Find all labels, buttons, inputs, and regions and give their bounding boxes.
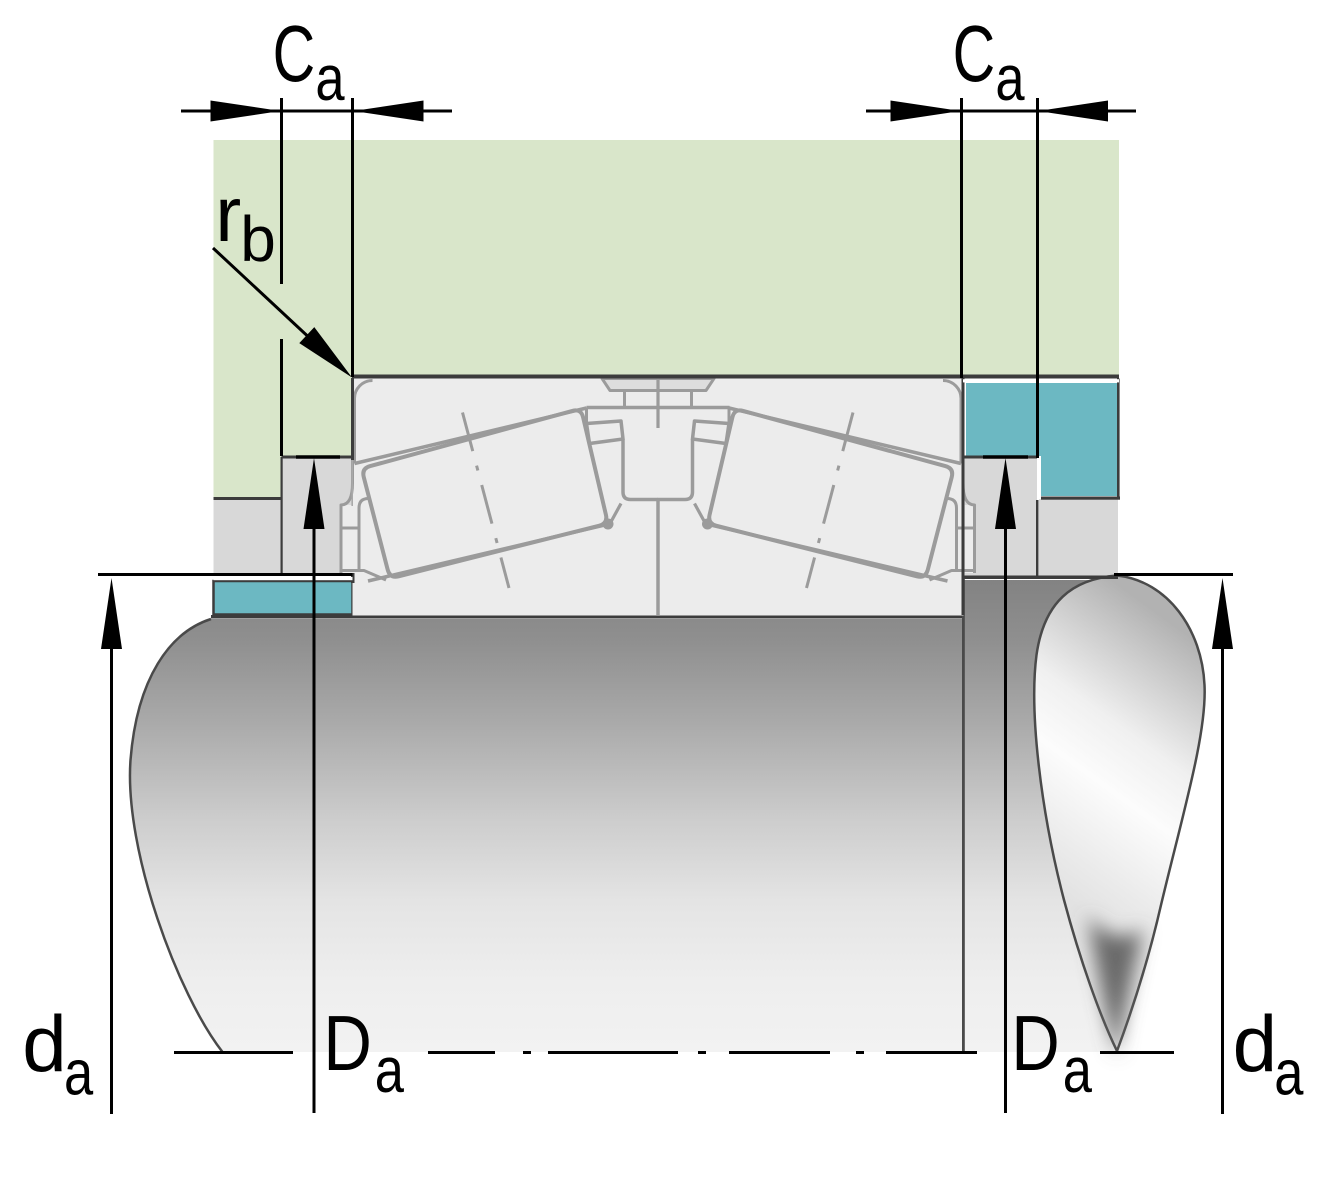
svg-text:a: a (1274, 1037, 1304, 1108)
svg-text:C: C (953, 8, 996, 98)
svg-text:d: d (1233, 1000, 1278, 1089)
svg-text:a: a (64, 1037, 94, 1108)
svg-text:a: a (995, 43, 1025, 114)
svg-text:C: C (273, 8, 316, 98)
svg-text:a: a (375, 1035, 405, 1106)
svg-text:a: a (315, 43, 345, 114)
svg-text:r: r (215, 170, 241, 258)
svg-text:b: b (240, 203, 276, 275)
svg-text:D: D (1011, 1001, 1060, 1088)
svg-text:D: D (323, 1001, 372, 1088)
svg-text:a: a (1063, 1035, 1093, 1106)
svg-text:d: d (22, 1000, 66, 1089)
